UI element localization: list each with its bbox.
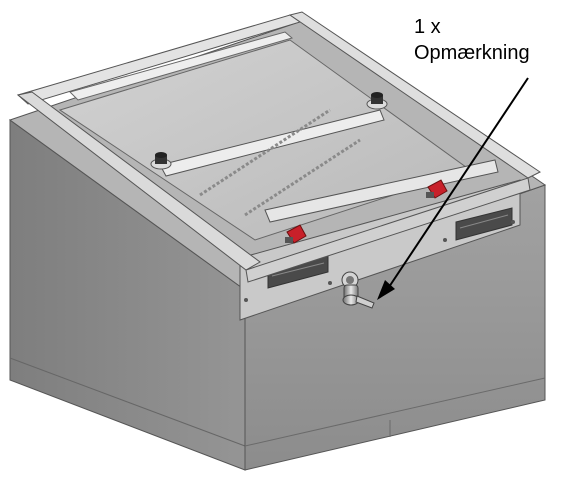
- knob-top-left: [150, 152, 172, 170]
- callout-quantity: 1 x: [414, 16, 441, 38]
- callout-label: Opmærkning: [414, 42, 530, 64]
- front-panel-slot-right: [455, 207, 513, 241]
- red-clamp-left: [285, 224, 307, 244]
- inner-rails: [69, 31, 499, 223]
- marking-knob: [341, 271, 375, 309]
- knob-top-right: [366, 92, 388, 110]
- top-frame: [16, 11, 541, 283]
- callout-leader: [377, 77, 529, 300]
- red-clamp-right: [426, 179, 448, 199]
- arrow-head: [377, 280, 395, 300]
